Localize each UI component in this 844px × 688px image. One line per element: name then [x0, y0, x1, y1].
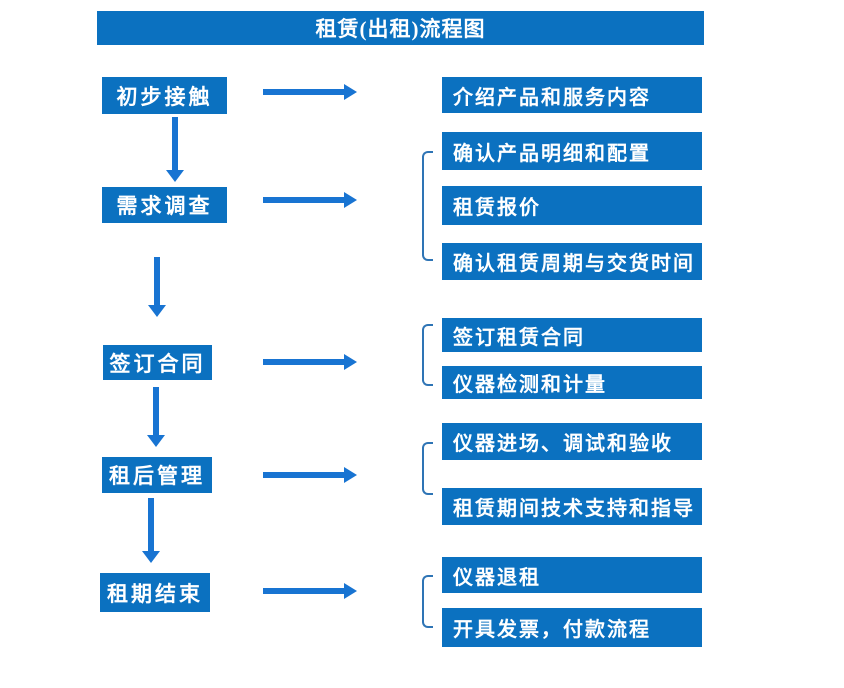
detail-box: 租赁期间技术支持和指导: [442, 488, 702, 525]
group-bracket: [422, 324, 433, 386]
arrow-right-icon: [263, 583, 357, 599]
arrow-head: [344, 583, 357, 599]
step-sign-contract: 签订合同: [103, 345, 212, 380]
detail-box: 仪器检测和计量: [442, 366, 702, 399]
arrow-shaft: [153, 387, 159, 435]
detail-box: 仪器进场、调试和验收: [442, 423, 702, 460]
arrow-head: [148, 305, 166, 317]
detail-box: 签订租赁合同: [442, 318, 702, 352]
arrow-right-icon: [263, 467, 357, 483]
arrow-head: [344, 192, 357, 208]
group-bracket: [422, 151, 433, 261]
arrow-head: [147, 435, 165, 447]
detail-box: 开具发票，付款流程: [442, 608, 702, 647]
arrow-down-icon: [166, 117, 184, 182]
arrow-right-icon: [263, 192, 357, 208]
arrow-shaft: [263, 359, 344, 365]
detail-box: 确认产品明细和配置: [442, 132, 702, 170]
arrow-down-icon: [147, 387, 165, 447]
detail-box: 确认租赁周期与交货时间: [442, 243, 702, 280]
arrow-head: [344, 467, 357, 483]
detail-box: 仪器退租: [442, 557, 702, 593]
step-initial-contact: 初步接触: [102, 77, 227, 114]
arrow-shaft: [263, 197, 344, 203]
arrow-head: [344, 84, 357, 100]
group-bracket: [422, 442, 433, 495]
arrow-shaft: [263, 472, 344, 478]
arrow-shaft: [154, 257, 160, 305]
arrow-right-icon: [263, 84, 357, 100]
step-demand-survey: 需求调查: [102, 187, 227, 223]
arrow-shaft: [172, 117, 178, 170]
arrow-head: [344, 354, 357, 370]
arrow-head: [166, 170, 184, 182]
arrow-right-icon: [263, 354, 357, 370]
page-title: 租赁(出租)流程图: [97, 11, 704, 45]
arrow-shaft: [263, 89, 344, 95]
arrow-shaft: [263, 588, 344, 594]
step-post-rental-management: 租后管理: [102, 457, 212, 493]
arrow-shaft: [148, 498, 154, 551]
arrow-down-icon: [142, 498, 160, 563]
group-bracket: [422, 575, 433, 628]
arrow-head: [142, 551, 160, 563]
detail-box: 租赁报价: [442, 186, 702, 225]
arrow-down-icon: [148, 257, 166, 317]
step-rental-end: 租期结束: [100, 573, 210, 612]
detail-box: 介绍产品和服务内容: [442, 77, 702, 113]
